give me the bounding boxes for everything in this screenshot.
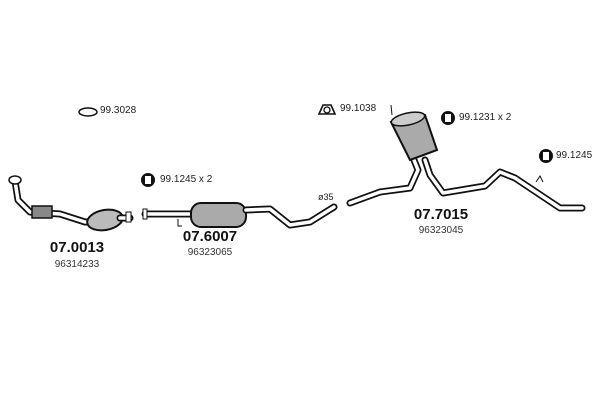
oe-number: 96323045: [418, 225, 464, 236]
accessory-label[interactable]: 99.1038: [340, 103, 377, 114]
gasket-ring-icon: [78, 107, 98, 117]
accessory-label[interactable]: 99.1245: [556, 150, 593, 161]
accessory-label[interactable]: 99.1231 x 2: [459, 112, 512, 123]
rubber-hanger-icon: [141, 173, 155, 187]
middle-silencer[interactable]: [141, 202, 338, 229]
rubber-hanger-icon: [539, 149, 553, 163]
part-number[interactable]: 07.0013: [49, 239, 105, 256]
oe-number: 96314233: [54, 259, 100, 270]
front-pipe-catalyst[interactable]: [8, 175, 134, 233]
diameter-annotation: ø35: [318, 192, 334, 202]
clamp-icon: [317, 104, 337, 115]
part-number[interactable]: 07.6007: [182, 228, 238, 245]
accessory-label[interactable]: 99.1245 x 2: [160, 174, 213, 185]
rubber-hanger-icon: [441, 111, 455, 125]
part-number[interactable]: 07.7015: [413, 206, 469, 223]
oe-number: 96323065: [187, 247, 233, 258]
rear-silencer[interactable]: [346, 104, 586, 212]
accessory-label[interactable]: 99.3028: [100, 105, 137, 116]
